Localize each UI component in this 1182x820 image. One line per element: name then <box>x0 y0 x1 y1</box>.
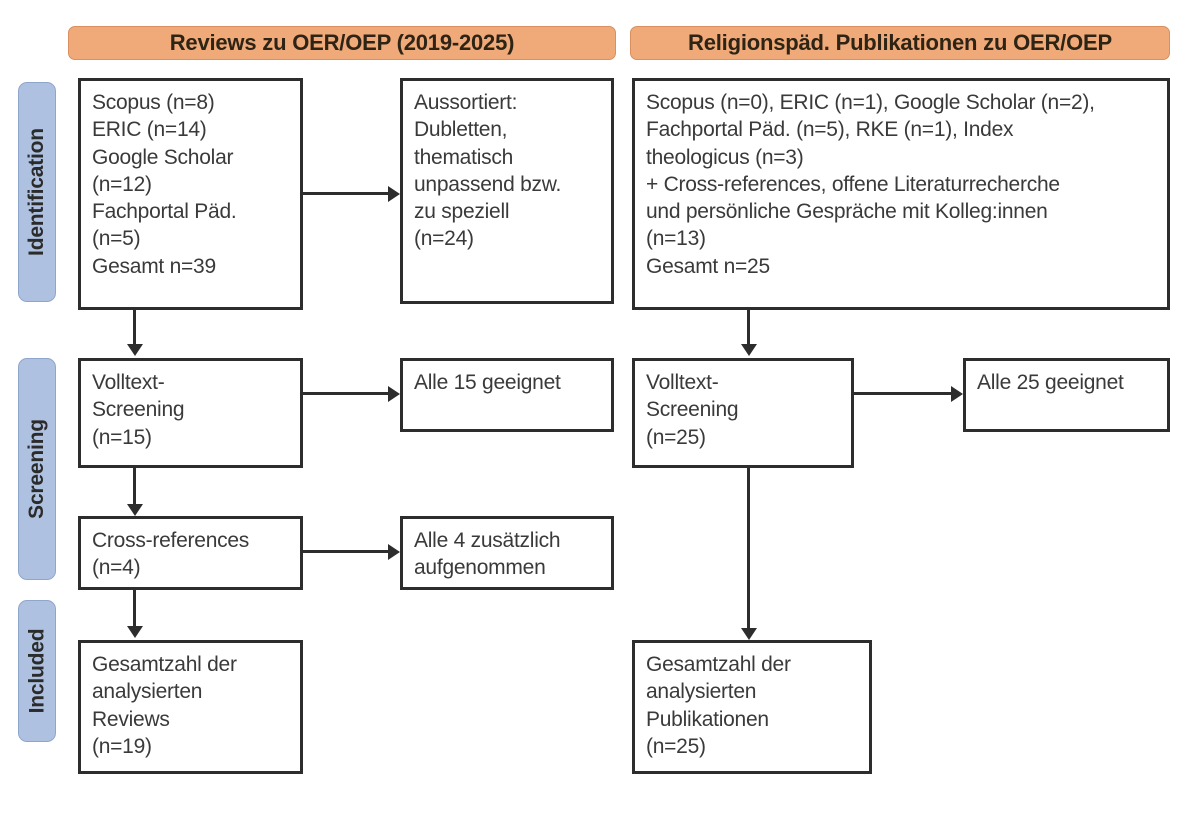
box-right-fulltext-screening: Volltext- Screening (n=25) <box>632 358 854 468</box>
box-left-crossrefs: Cross-references (n=4) <box>78 516 303 590</box>
connector-right-fulltext-to-included <box>747 468 750 632</box>
box-left-included: Gesamtzahl der analysierten Reviews (n=1… <box>78 640 303 774</box>
column-header-reviews: Reviews zu OER/OEP (2019-2025) <box>68 26 616 60</box>
arrowhead-left-fulltext-to-crossrefs <box>127 504 143 516</box>
phase-bar-screening: Screening <box>18 358 56 580</box>
box-right-sources: Scopus (n=0), ERIC (n=1), Google Scholar… <box>632 78 1170 310</box>
box-left-excluded: Aussortiert: Dubletten, thematisch unpas… <box>400 78 614 304</box>
box-left-fulltext-screening: Volltext- Screening (n=15) <box>78 358 303 468</box>
phase-label-included: Included <box>25 628 48 714</box>
arrowhead-left-sources-to-excluded <box>388 186 400 202</box>
arrowhead-left-crossrefs-to-included <box>127 626 143 638</box>
connector-left-fulltext-to-result <box>303 392 389 395</box>
arrowhead-right-sources-to-fulltext <box>741 344 757 356</box>
arrowhead-right-fulltext-to-included <box>741 628 757 640</box>
box-left-crossrefs-result: Alle 4 zusätzlich aufgenommen <box>400 516 614 590</box>
arrowhead-right-fulltext-to-result <box>951 386 963 402</box>
box-right-included: Gesamtzahl der analysierten Publikatione… <box>632 640 872 774</box>
connector-right-sources-to-fulltext <box>747 310 750 346</box>
column-header-religionspaed: Religionspäd. Publikationen zu OER/OEP <box>630 26 1170 60</box>
box-right-fulltext-result: Alle 25 geeignet <box>963 358 1170 432</box>
box-left-fulltext-result: Alle 15 geeignet <box>400 358 614 432</box>
connector-left-crossrefs-to-result <box>303 550 389 553</box>
arrowhead-left-fulltext-to-result <box>388 386 400 402</box>
phase-label-screening: Screening <box>25 419 49 519</box>
connector-right-fulltext-to-result <box>854 392 952 395</box>
connector-left-crossrefs-to-included <box>133 590 136 630</box>
connector-left-sources-to-fulltext <box>133 310 136 346</box>
connector-left-fulltext-to-crossrefs <box>133 468 136 508</box>
box-left-sources: Scopus (n=8) ERIC (n=14) Google Scholar … <box>78 78 303 310</box>
arrowhead-left-sources-to-fulltext <box>127 344 143 356</box>
phase-bar-included: Included <box>18 600 56 742</box>
arrowhead-left-crossrefs-to-result <box>388 544 400 560</box>
phase-label-identification: Identification <box>25 128 48 256</box>
phase-bar-identification: Identification <box>18 82 56 302</box>
connector-left-sources-to-excluded <box>303 192 389 195</box>
